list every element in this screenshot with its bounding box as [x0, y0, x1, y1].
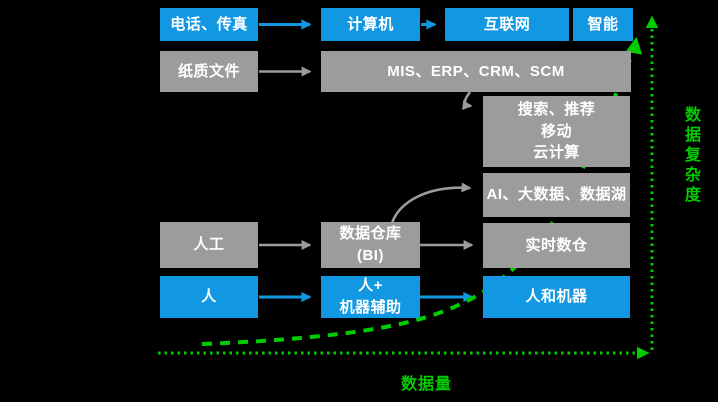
node-realtime-warehouse: 实时数仓	[483, 223, 630, 268]
node-search-mobile-cloud: 搜索、推荐 移动 云计算	[483, 96, 630, 167]
node-human: 人	[160, 276, 258, 318]
node-ai-bigdata-lake: AI、大数据、数据湖	[483, 173, 630, 217]
node-human-machine-assist: 人+ 机器辅助	[321, 276, 420, 318]
node-internet: 互联网	[445, 8, 569, 41]
node-mis-erp-crm-scm: MIS、ERP、CRM、SCM	[321, 51, 631, 92]
arrow-mis-to-search	[462, 91, 473, 110]
arrow-dw-to-ai	[390, 182, 472, 224]
y-axis-label: 数据复杂度	[682, 106, 699, 206]
node-intelligence: 智能	[573, 8, 633, 41]
x-axis-label: 数据量	[401, 376, 453, 393]
node-manual: 人工	[160, 222, 258, 268]
node-paper-docs: 纸质文件	[160, 51, 258, 92]
node-human-and-machine: 人和机器	[483, 276, 630, 318]
node-phone-fax: 电话、传真	[160, 8, 258, 41]
node-computer: 计算机	[321, 8, 420, 41]
node-data-warehouse-bi: 数据仓库 (BI)	[321, 222, 420, 268]
